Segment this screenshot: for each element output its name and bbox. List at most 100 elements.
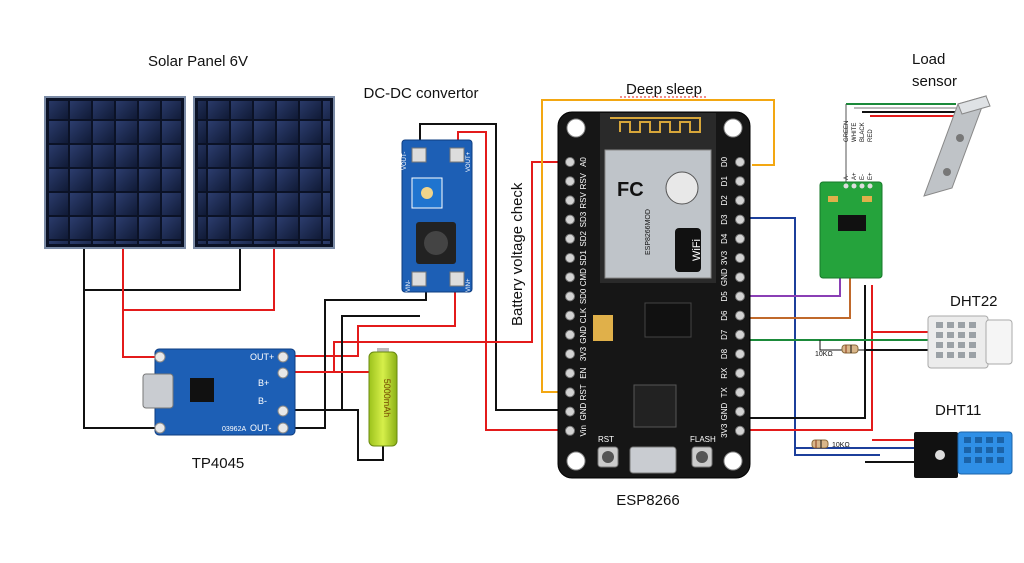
hx711-label: BLACK bbox=[860, 122, 866, 142]
hx711-label: A+ bbox=[852, 172, 858, 180]
module-label: ESP8266MOD bbox=[645, 209, 652, 255]
esp-pin-label: SD2 bbox=[579, 230, 588, 246]
esp-pin-label: D5 bbox=[720, 291, 729, 302]
esp-pin-rst bbox=[565, 387, 575, 398]
esp-pin-label: TX bbox=[720, 387, 729, 398]
esp-pin-d4 bbox=[735, 233, 745, 244]
esp-pin-label: RSV bbox=[579, 172, 588, 189]
esp-pin-rsv bbox=[565, 176, 575, 187]
esp8266-label: ESP8266 bbox=[616, 492, 679, 509]
resistor-2-label: 10KΩ bbox=[832, 442, 850, 449]
esp-pin-label: RX bbox=[720, 367, 729, 379]
wire-vout-black bbox=[419, 123, 570, 411]
dcdc-vin-plus-label: VIN+ bbox=[466, 278, 472, 292]
tp4045-label: TP4045 bbox=[192, 455, 245, 472]
resistor-2 bbox=[811, 439, 829, 449]
esp-pin-label: GND bbox=[720, 402, 729, 420]
esp-pin-sd3 bbox=[565, 214, 575, 225]
battery-icon: 5000mAh bbox=[368, 348, 398, 447]
esp-pin-label: GND bbox=[579, 326, 588, 344]
dcdc-vout-minus-label: VOUT- bbox=[402, 152, 408, 170]
wire-hx711-vcc bbox=[740, 285, 873, 431]
wire-tp-outplus-red bbox=[290, 290, 456, 357]
esp-pin-label: SD0 bbox=[579, 288, 588, 304]
deep-sleep-label: Deep sleep bbox=[626, 81, 702, 98]
wire-solar2-black bbox=[84, 248, 241, 291]
esp-pin-label: D4 bbox=[720, 233, 729, 244]
esp-pin-d7 bbox=[735, 329, 745, 340]
tp4045-board: OUT+ B+ B- OUT- 03962A bbox=[142, 348, 296, 436]
esp-pin-label: D3 bbox=[720, 214, 729, 225]
esp-pin-cmd bbox=[565, 272, 575, 283]
esp-pin-sd0 bbox=[565, 291, 575, 302]
dht11-sensor bbox=[914, 431, 1013, 478]
wire-hx711-gnd bbox=[740, 285, 866, 419]
esp8266-board: FC WiFi ESP8266MOD RST FLASH bbox=[557, 111, 751, 479]
wire-tp-bminus-black bbox=[290, 315, 420, 411]
tp-code-label: 03962A bbox=[222, 426, 246, 433]
wire-solar1-red bbox=[122, 248, 158, 358]
esp-pin-3v3 bbox=[565, 349, 575, 359]
esp-pin-rsv bbox=[565, 195, 575, 206]
wires bbox=[83, 99, 956, 463]
potentiometer-icon bbox=[411, 177, 443, 209]
rst-label: RST bbox=[598, 435, 614, 444]
esp-pin-label: SD3 bbox=[579, 211, 588, 227]
esp-pin-label: D6 bbox=[720, 310, 729, 321]
esp-pin-tx bbox=[735, 387, 745, 398]
dht11-label: DHT11 bbox=[935, 402, 981, 419]
wire-battery-black bbox=[290, 409, 384, 461]
esp-pin-en bbox=[565, 368, 575, 379]
load-sensor-label-2: sensor bbox=[912, 73, 957, 90]
hx711-pin-labels: A-A+E-E+ bbox=[844, 172, 874, 180]
esp-pin-label: GND bbox=[720, 268, 729, 286]
esp-pin-label: 3V3 bbox=[720, 250, 729, 265]
hx711-label: E+ bbox=[868, 172, 874, 180]
solar-panel-1 bbox=[44, 96, 186, 249]
dcdc-vin-minus-label: VIN- bbox=[406, 280, 412, 292]
dcdc-vout-plus-label: VOUT+ bbox=[466, 151, 472, 172]
esp-pin-label: 3V3 bbox=[720, 423, 729, 438]
tp-bplus-label: B+ bbox=[258, 378, 269, 388]
load-cell-icon bbox=[923, 95, 991, 197]
hx711-label: RED bbox=[868, 129, 874, 142]
dht22-sensor bbox=[927, 315, 1013, 369]
esp-pin-gnd bbox=[735, 406, 745, 417]
esp-pin-label: Vin bbox=[579, 425, 588, 436]
wire-battery-check-red bbox=[455, 161, 570, 343]
tp-bminus-label: B- bbox=[258, 396, 267, 406]
esp-pin-gnd bbox=[735, 272, 745, 283]
esp-pin-sd2 bbox=[565, 233, 575, 244]
esp-pin-label: D2 bbox=[720, 195, 729, 206]
esp-pin-d1 bbox=[735, 176, 745, 187]
esp-pin-label: RSV bbox=[579, 192, 588, 209]
wire-solar2-red bbox=[123, 248, 275, 311]
dcdc-label: DC-DC convertor bbox=[363, 85, 478, 102]
esp-pin-clk bbox=[565, 310, 575, 321]
load-sensor-label-1: Load bbox=[912, 51, 945, 68]
esp-pin-label: 3V3 bbox=[579, 346, 588, 361]
esp-pin-vin bbox=[565, 425, 575, 436]
esp-pin-d2 bbox=[735, 195, 745, 206]
esp-pin-sd1 bbox=[565, 253, 575, 263]
esp-pin-d0 bbox=[735, 157, 745, 167]
esp-pin-a0 bbox=[565, 157, 575, 167]
wire-deep-sleep bbox=[541, 99, 775, 393]
dcdc-board: VOUT- VOUT+ VIN- VIN+ bbox=[401, 139, 473, 293]
tp-outminus-label: OUT- bbox=[250, 423, 272, 433]
tp-outplus-label: OUT+ bbox=[250, 352, 274, 362]
esp-pin-gnd bbox=[565, 329, 575, 340]
esp-pin-label: GND bbox=[579, 402, 588, 420]
hx711-board bbox=[819, 181, 883, 279]
esp-pin-label: CMD bbox=[579, 268, 588, 286]
resistor-1 bbox=[841, 344, 859, 354]
hx711-label: WHITE bbox=[852, 123, 858, 142]
wire-hx711-brown bbox=[740, 272, 851, 319]
esp-pin-label: D7 bbox=[720, 329, 729, 340]
wire-tp-outminus-black bbox=[290, 290, 427, 429]
svg-text:FC: FC bbox=[617, 179, 644, 201]
flash-label: FLASH bbox=[690, 435, 716, 444]
